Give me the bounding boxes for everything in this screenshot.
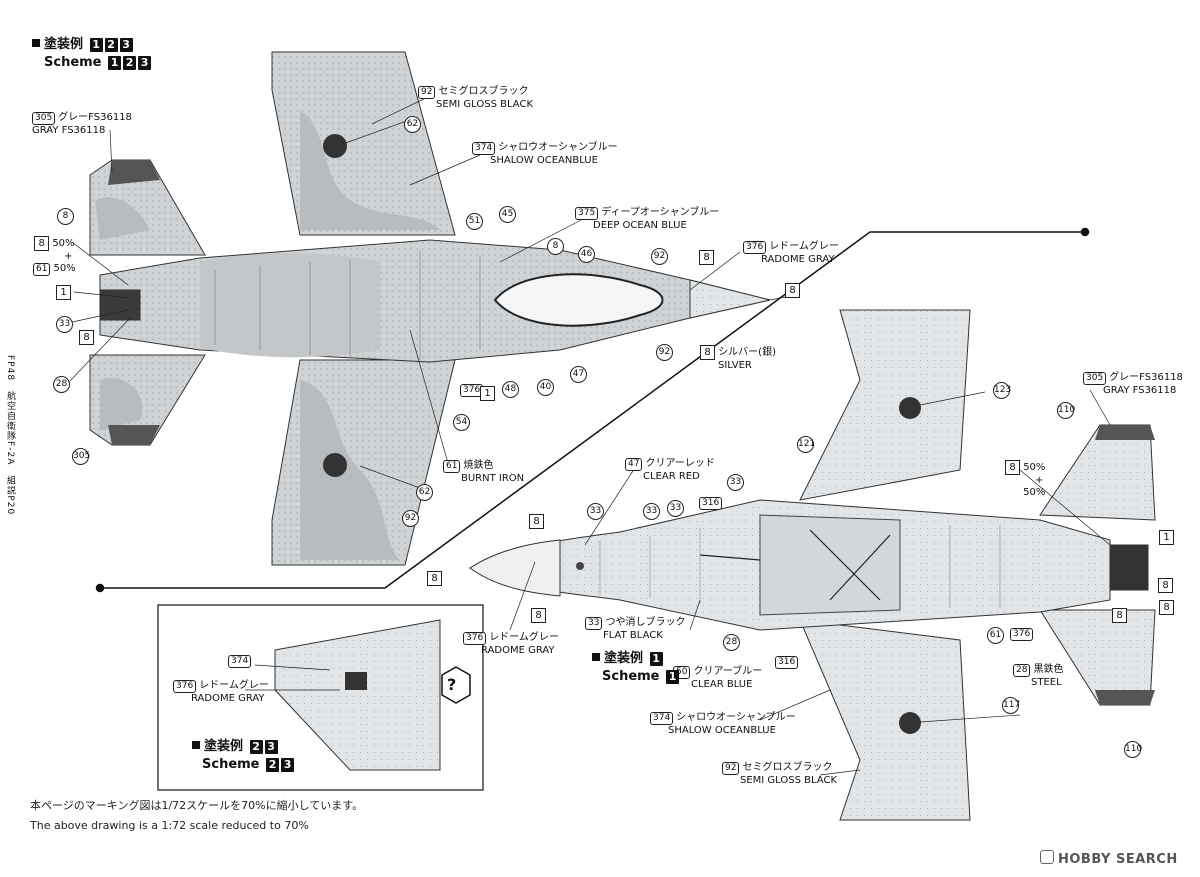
callout: 92 bbox=[651, 248, 668, 265]
scale-note: 本ページのマーキング図は1/72スケールを70%に縮小しています。 The ab… bbox=[30, 799, 364, 832]
callout: 8 bbox=[1158, 578, 1173, 593]
callout: 121 bbox=[797, 436, 815, 453]
side-caption: FP48 航空自衛隊F-2A 組説P20 bbox=[5, 355, 15, 516]
callout: 51 bbox=[466, 213, 483, 230]
callout: 1 bbox=[480, 386, 495, 401]
callout: 33 bbox=[643, 503, 660, 520]
callout: 92 bbox=[402, 510, 419, 527]
separator-line bbox=[95, 227, 1090, 593]
bottom-view-aircraft bbox=[468, 309, 1156, 821]
scheme-badge: 1 bbox=[89, 38, 103, 52]
callout: 8 bbox=[57, 208, 74, 225]
callout: 8 bbox=[1159, 600, 1174, 615]
callout: 92 bbox=[656, 344, 673, 361]
scheme-badge: 3 bbox=[119, 38, 133, 52]
callout: 305 bbox=[72, 448, 90, 465]
callout: 46 bbox=[578, 246, 595, 263]
callout: 62 bbox=[416, 484, 433, 501]
callout: 33 bbox=[727, 474, 744, 491]
label-silver: 8 シルバー(銀) SILVER bbox=[700, 345, 776, 372]
callout: 8 bbox=[79, 330, 94, 345]
callout: 40 bbox=[537, 379, 554, 396]
callout: 8 bbox=[699, 250, 714, 265]
callout: 8 bbox=[531, 608, 546, 623]
callout: 117 bbox=[1002, 697, 1020, 714]
callout: 1 bbox=[56, 285, 71, 300]
callout: 316 bbox=[775, 656, 799, 669]
callout: 110 bbox=[1124, 741, 1142, 758]
scheme-badge: 2 bbox=[104, 38, 118, 52]
scheme-badge: 3 bbox=[138, 56, 152, 70]
scheme-title-jp: 塗装例 bbox=[44, 37, 84, 52]
callout: 33 bbox=[56, 316, 73, 333]
callout: 8 bbox=[785, 283, 800, 298]
hobby-search-logo-icon bbox=[1040, 850, 1054, 864]
callout: 8 bbox=[1112, 608, 1127, 623]
callout: 33 bbox=[587, 503, 604, 520]
callout: 8 bbox=[427, 571, 442, 586]
callout: 47 bbox=[570, 366, 587, 383]
scheme-badge: 1 bbox=[108, 56, 122, 70]
scheme-badge: 2 bbox=[123, 56, 137, 70]
label-mix-bottom: 8 50% + 50% bbox=[1005, 460, 1045, 499]
callout: 8 bbox=[529, 514, 544, 529]
scheme-header-bottom: 塗装例 1 Scheme 1 bbox=[592, 650, 680, 686]
callout: 1 bbox=[1159, 530, 1174, 545]
inset-frame bbox=[157, 604, 484, 791]
callout: 54 bbox=[453, 414, 470, 431]
scheme-title-en: Scheme bbox=[44, 55, 102, 70]
turn-over-icon: ? bbox=[447, 675, 457, 694]
callout: 28 bbox=[53, 376, 70, 393]
callout: 33 bbox=[667, 500, 684, 517]
watermark: HOBBY SEARCH bbox=[1040, 850, 1178, 867]
callout: 376 bbox=[1010, 628, 1034, 641]
callout: 110 bbox=[1057, 402, 1075, 419]
inset-code-374: 374 bbox=[228, 655, 254, 668]
callout: 123 bbox=[993, 382, 1011, 399]
callout: 48 bbox=[502, 381, 519, 398]
callout: 8 bbox=[547, 238, 564, 255]
callout: 61 bbox=[987, 627, 1004, 644]
callout: 316 bbox=[699, 497, 723, 510]
callout: 45 bbox=[499, 206, 516, 223]
leader-lines bbox=[67, 95, 1111, 776]
callout: 28 bbox=[723, 634, 740, 651]
callout: 62 bbox=[404, 116, 421, 133]
